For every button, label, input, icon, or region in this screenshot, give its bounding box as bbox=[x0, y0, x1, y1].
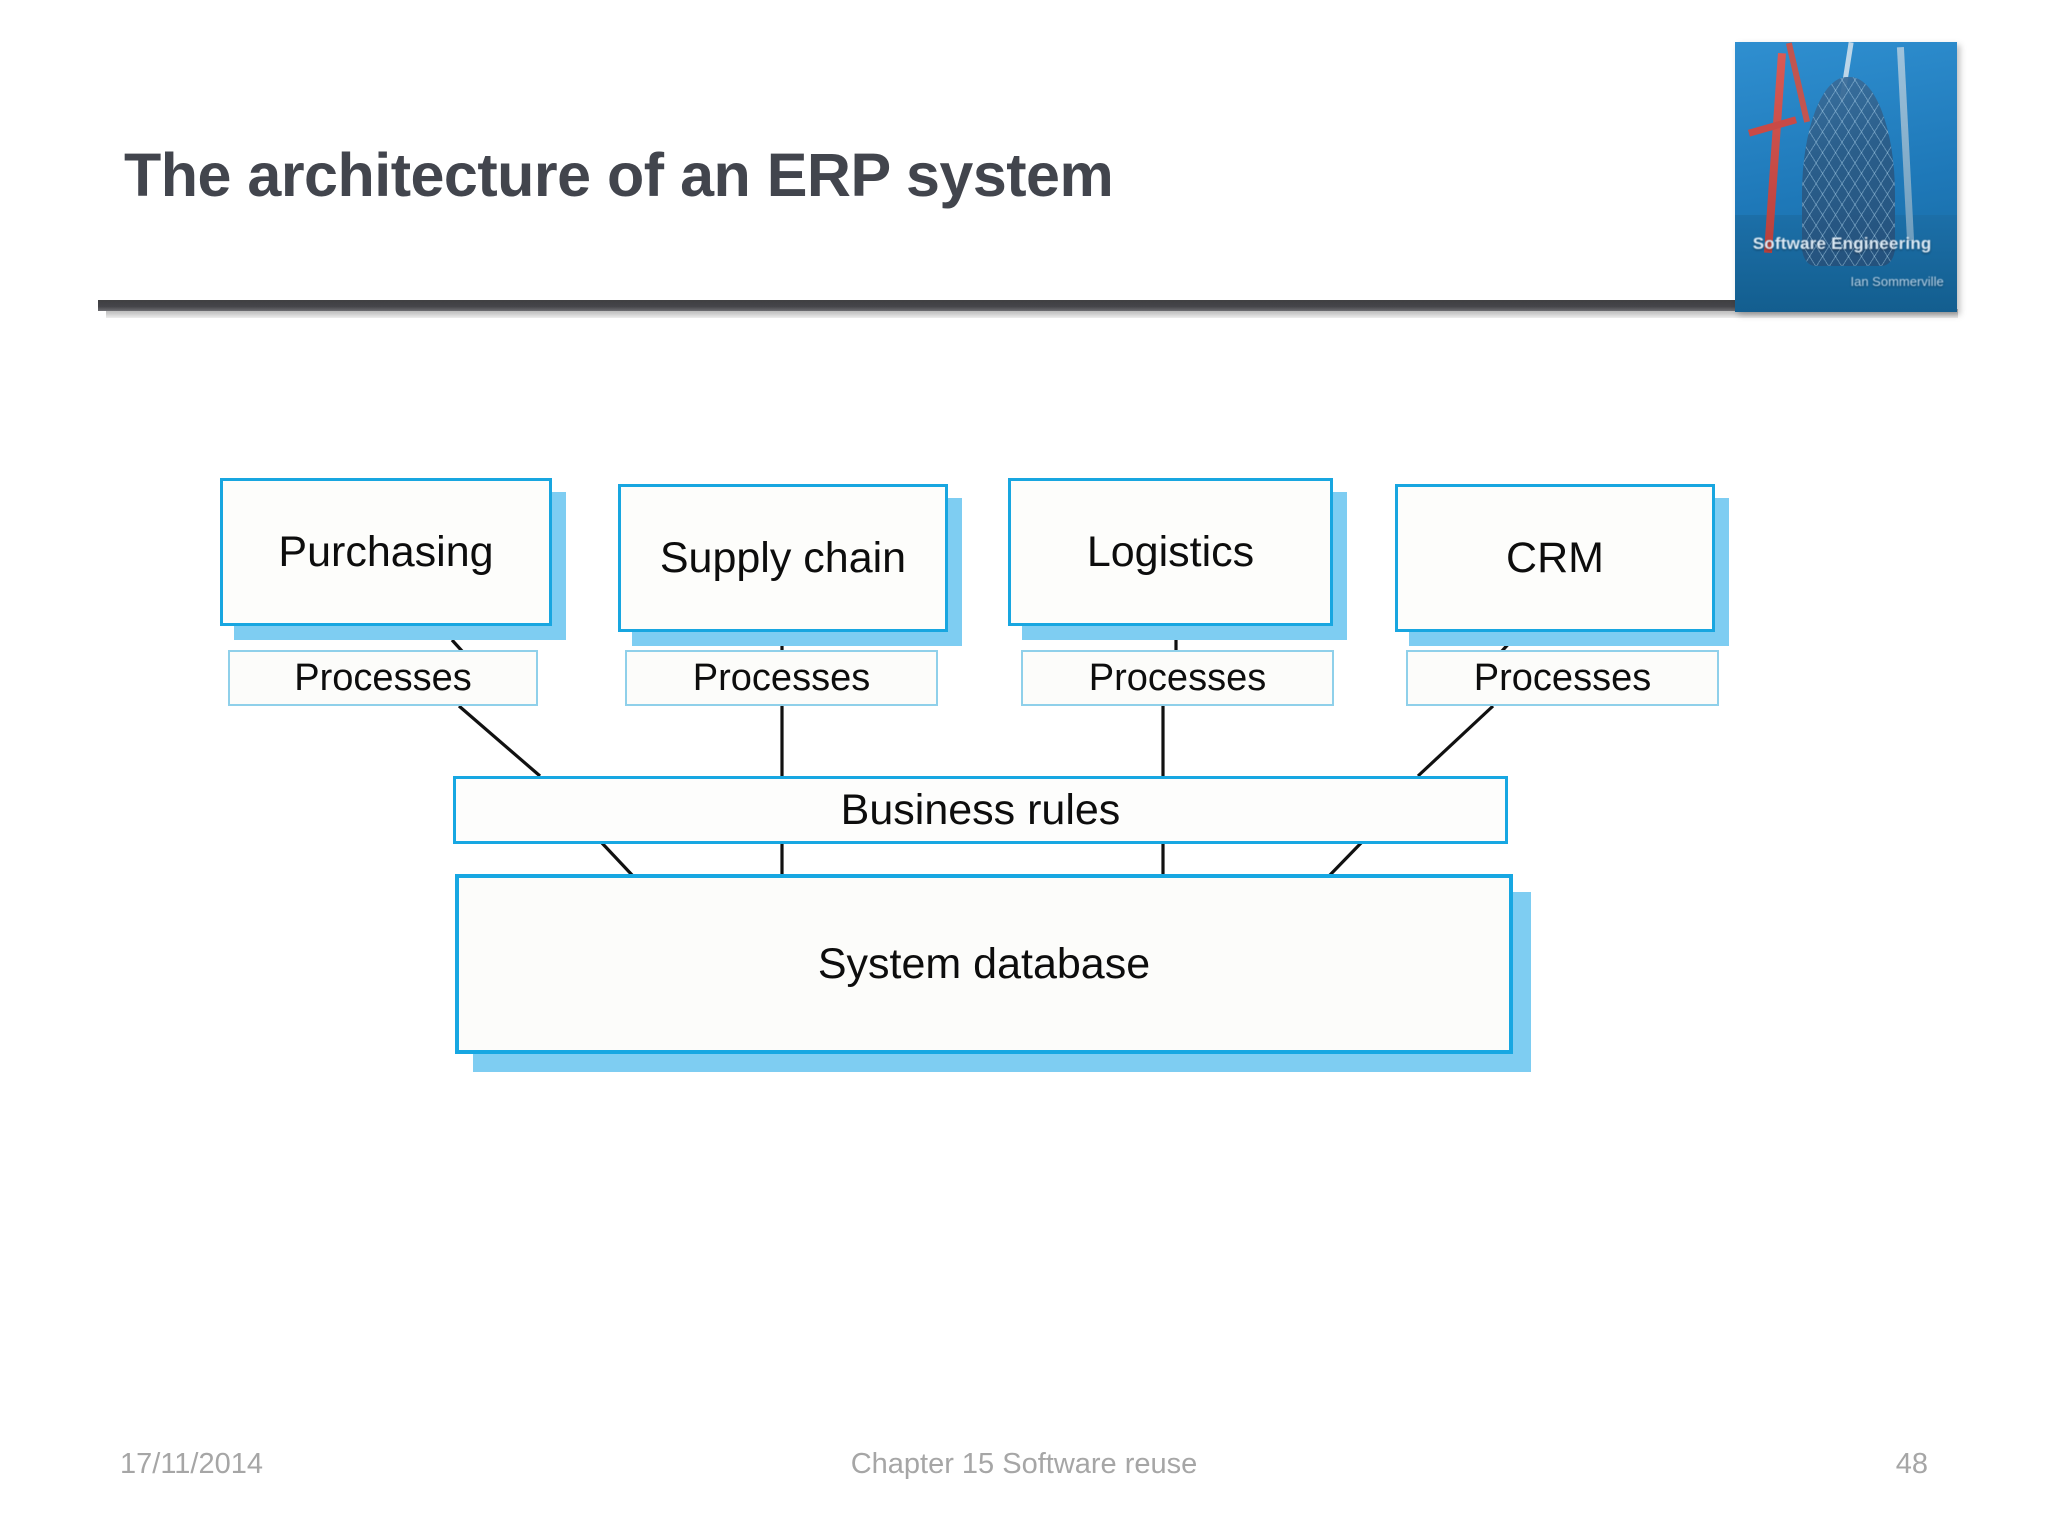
connector-processes4-rules bbox=[1416, 704, 1495, 778]
card-face: Supply chain bbox=[618, 484, 948, 632]
gherkin-building-icon bbox=[1801, 77, 1896, 267]
card-face: Logistics bbox=[1008, 478, 1333, 626]
title-divider-shadow bbox=[106, 309, 1958, 318]
processes-box-purchasing[interactable]: Processes bbox=[228, 650, 538, 706]
business-rules-box[interactable]: Business rules bbox=[453, 776, 1508, 844]
card-face: Purchasing bbox=[220, 478, 552, 626]
module-card-purchasing[interactable]: Purchasing bbox=[220, 478, 566, 640]
module-card-supply-chain[interactable]: Supply chain bbox=[618, 484, 962, 646]
processes-box-label: Processes bbox=[1088, 656, 1267, 699]
processes-box-crm[interactable]: Processes bbox=[1406, 650, 1719, 706]
module-card-label: Logistics bbox=[1086, 527, 1255, 576]
title-divider-line bbox=[98, 300, 1950, 311]
title-divider bbox=[98, 300, 1958, 322]
connector-processes1-rules bbox=[457, 704, 542, 778]
module-card-crm[interactable]: CRM bbox=[1395, 484, 1729, 646]
book-cover-title: Software Engineering bbox=[1752, 233, 1932, 253]
processes-box-label: Processes bbox=[294, 656, 472, 699]
module-card-label: Supply chain bbox=[659, 533, 907, 582]
footer-date: 17/11/2014 bbox=[120, 1448, 263, 1480]
processes-box-logistics[interactable]: Processes bbox=[1021, 650, 1334, 706]
module-card-logistics[interactable]: Logistics bbox=[1008, 478, 1347, 640]
module-card-label: CRM bbox=[1506, 533, 1604, 582]
processes-box-label: Processes bbox=[1473, 656, 1652, 699]
connector-rules-db-4 bbox=[1327, 840, 1364, 878]
footer-chapter: Chapter 15 Software reuse bbox=[850, 1448, 1198, 1480]
card-face: CRM bbox=[1395, 484, 1715, 632]
system-database-box[interactable]: System database bbox=[455, 874, 1531, 1072]
footer-page-number: 48 bbox=[1895, 1448, 1928, 1480]
page-title: The architecture of an ERP system bbox=[124, 141, 1114, 209]
connector-rules-db-1 bbox=[599, 840, 635, 878]
business-rules-label: Business rules bbox=[840, 785, 1121, 834]
processes-box-label: Processes bbox=[692, 656, 871, 699]
module-card-label: Purchasing bbox=[278, 527, 494, 576]
system-database-face: System database bbox=[455, 874, 1513, 1054]
book-cover-image: Software Engineering Ian Sommerville bbox=[1735, 42, 1957, 312]
book-cover-author: Ian Sommerville bbox=[1850, 274, 1944, 290]
processes-box-supply-chain[interactable]: Processes bbox=[625, 650, 938, 706]
system-database-label: System database bbox=[817, 939, 1151, 988]
